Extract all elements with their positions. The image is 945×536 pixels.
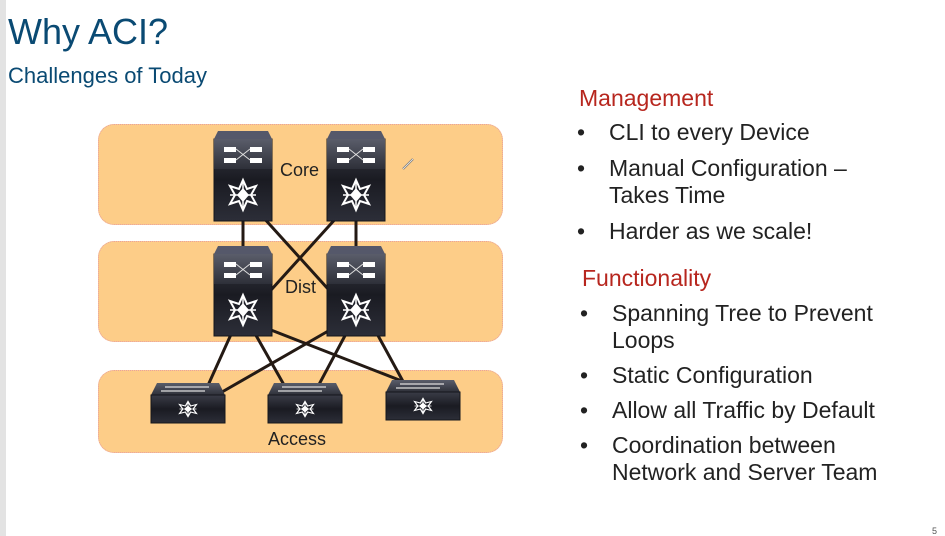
bullet-text: Coordination between — [612, 432, 836, 458]
dist-left-multilayer-switch-icon — [214, 246, 272, 336]
link-dist-right-to-access-3 — [373, 329, 407, 386]
link-dist-left-to-access-3 — [270, 328, 413, 387]
access-2-switch-icon — [268, 383, 342, 423]
bullet-text: Manual Configuration – — [609, 155, 847, 181]
pencil-icon[interactable] — [400, 156, 416, 172]
layer-core — [98, 124, 503, 225]
left-edge-strip — [0, 0, 6, 536]
dist-right-multilayer-switch-icon — [327, 246, 385, 336]
access-1-switch-icon — [151, 383, 225, 423]
bullet-text: Static Configuration — [612, 362, 813, 388]
page-number: 5 — [931, 526, 937, 536]
bullet-text: Loops — [612, 327, 675, 353]
bullet-text: CLI to every Device — [609, 119, 810, 145]
bullet-text: Spanning Tree to Prevent — [612, 300, 873, 326]
bullet-icon: • — [577, 218, 586, 244]
bullet-text: Network and Server Team — [612, 459, 878, 485]
bullet-text: Takes Time — [609, 182, 726, 208]
bullet-icon: • — [580, 300, 589, 326]
bullet-icon: • — [577, 155, 586, 181]
link-dist-right-to-access-1 — [221, 328, 331, 394]
bullet-text: Harder as we scale! — [609, 218, 813, 244]
bullet-icon: • — [580, 397, 589, 423]
layer-label-access: Access — [268, 429, 327, 449]
functionality-heading: Functionality — [582, 265, 712, 291]
slide-subtitle: Challenges of Today — [8, 63, 207, 88]
core-left-multilayer-switch-icon — [214, 131, 272, 221]
link-core-right-to-dist-left — [260, 214, 340, 302]
link-dist-left-to-access-1 — [203, 329, 235, 393]
link-dist-left-to-access-2 — [251, 329, 290, 393]
link-dist-right-to-access-2 — [313, 329, 350, 393]
bullet-icon: • — [580, 362, 589, 388]
bullet-icon: • — [580, 432, 589, 458]
core-right-multilayer-switch-icon — [327, 131, 385, 221]
slide-title: Why ACI? — [8, 11, 169, 52]
layer-label-core: Core — [280, 160, 320, 180]
management-heading: Management — [579, 85, 714, 111]
access-3-switch-icon — [386, 380, 460, 420]
links-group — [203, 214, 413, 394]
layer-label-dist: Dist — [285, 277, 316, 297]
bullet-text: Allow all Traffic by Default — [612, 397, 875, 423]
bullet-icon: • — [577, 119, 586, 145]
